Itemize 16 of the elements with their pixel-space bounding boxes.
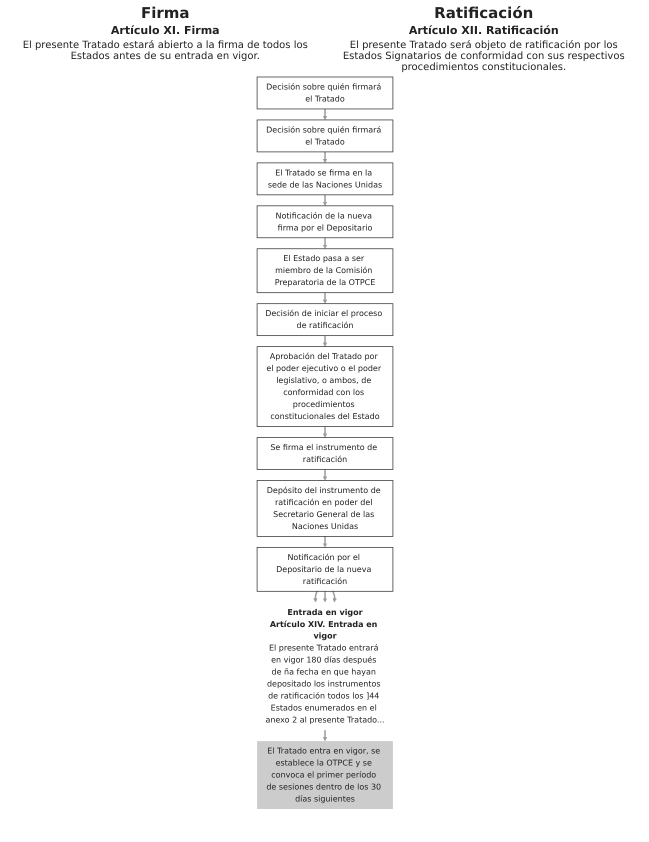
column-heading: Firma xyxy=(140,4,191,22)
arrow xyxy=(322,108,327,120)
article-text: El presente Tratado estará abierto a la firma de todos los Estados antes de su entrada en vigor. xyxy=(22,40,309,62)
arrow xyxy=(322,152,327,164)
arrow xyxy=(332,591,336,602)
arrow xyxy=(322,238,327,249)
article-text: El presente Tratado será objeto de ratificación por los Estados Signatarios de conformidad con sus respectivos procedimientos constitucionales. xyxy=(342,40,626,73)
arrow xyxy=(312,591,318,602)
arrow xyxy=(322,194,327,206)
arrow xyxy=(322,591,327,602)
article-heading: Artículo XI. Firma xyxy=(110,24,221,37)
arrow xyxy=(322,469,327,481)
arrow xyxy=(322,336,327,347)
article-heading: Artículo XII. Ratificación xyxy=(408,24,560,37)
arrow xyxy=(322,536,327,548)
column-heading: Ratificación xyxy=(433,4,534,22)
